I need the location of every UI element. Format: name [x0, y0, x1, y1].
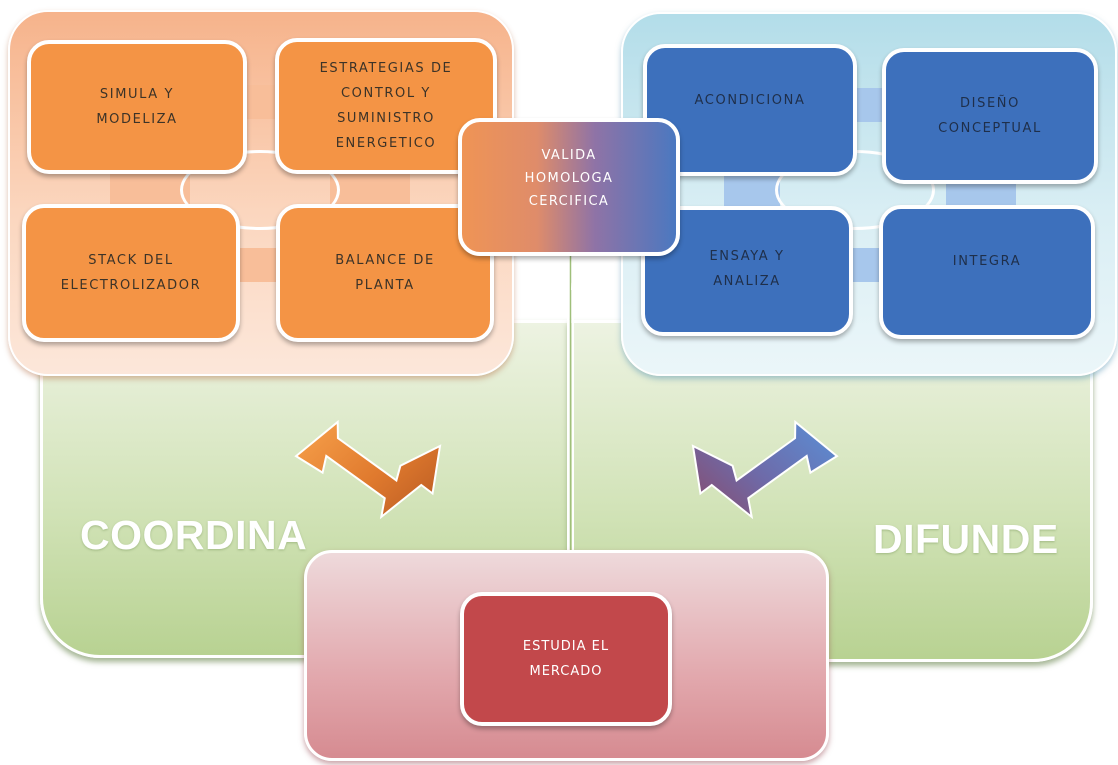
center-divider	[567, 255, 574, 550]
integra-line-1: INTEGRA	[952, 254, 1022, 269]
valida-box: VALIDA HOMOLOGA CERCIFICA	[458, 118, 680, 256]
connector	[855, 88, 885, 122]
estudia-box: ESTUDIA EL MERCADO	[460, 592, 672, 726]
integra-box: INTEGRA	[879, 205, 1095, 339]
stack-line-2: ELECTROLIZADOR	[60, 278, 202, 293]
connector	[851, 248, 883, 282]
double-arrow-right-icon	[691, 419, 839, 520]
connector-ring	[180, 150, 340, 230]
acondiciona-line-1: ACONDICIONA	[694, 93, 806, 108]
connector	[330, 172, 410, 206]
valida-connector	[539, 251, 601, 290]
balance-line-1: BALANCE DE	[335, 253, 435, 268]
stack-line-1: STACK DEL	[88, 253, 174, 268]
ensaya-line-2: ANALIZA	[713, 274, 781, 289]
estrategias-line-1: ESTRATEGIAS DE	[319, 61, 453, 76]
simula-line-2: MODELIZA	[96, 112, 178, 127]
valida-line-2: HOMOLOGA	[524, 171, 614, 186]
estudia-line-1: ESTUDIA EL	[522, 639, 610, 654]
estudia-line-2: MERCADO	[529, 664, 603, 679]
estrategias-line-4: ENERGETICO	[335, 136, 437, 151]
balance-box: BALANCE DE PLANTA	[276, 204, 494, 342]
estrategias-box: ESTRATEGIAS DE CONTROL Y SUMINISTRO ENER…	[275, 38, 497, 174]
difunde-label: DIFUNDE	[873, 516, 1059, 562]
double-arrow-left-icon	[294, 419, 442, 520]
connector	[724, 174, 780, 208]
connector	[110, 172, 190, 206]
diseno-box: DISEÑO CONCEPTUAL	[882, 48, 1098, 184]
connector	[245, 85, 277, 119]
connector	[240, 248, 278, 282]
ensaya-line-1: ENSAYA Y	[709, 249, 785, 264]
estrategias-line-2: CONTROL Y	[341, 86, 431, 101]
coordina-label: COORDINA	[80, 512, 308, 558]
connector	[946, 180, 1016, 208]
valida-line-1: VALIDA	[541, 148, 597, 163]
simula-box: SIMULA Y MODELIZA	[27, 40, 247, 174]
balance-line-2: PLANTA	[355, 278, 415, 293]
estrategias-line-3: SUMINISTRO	[337, 111, 435, 126]
diseno-line-1: DISEÑO	[960, 96, 1020, 111]
valida-line-3: CERCIFICA	[528, 194, 610, 209]
stack-box: STACK DEL ELECTROLIZADOR	[22, 204, 240, 342]
diseno-line-2: CONCEPTUAL	[938, 121, 1042, 136]
acondiciona-box: ACONDICIONA	[643, 44, 857, 176]
simula-line-1: SIMULA Y	[99, 87, 175, 102]
